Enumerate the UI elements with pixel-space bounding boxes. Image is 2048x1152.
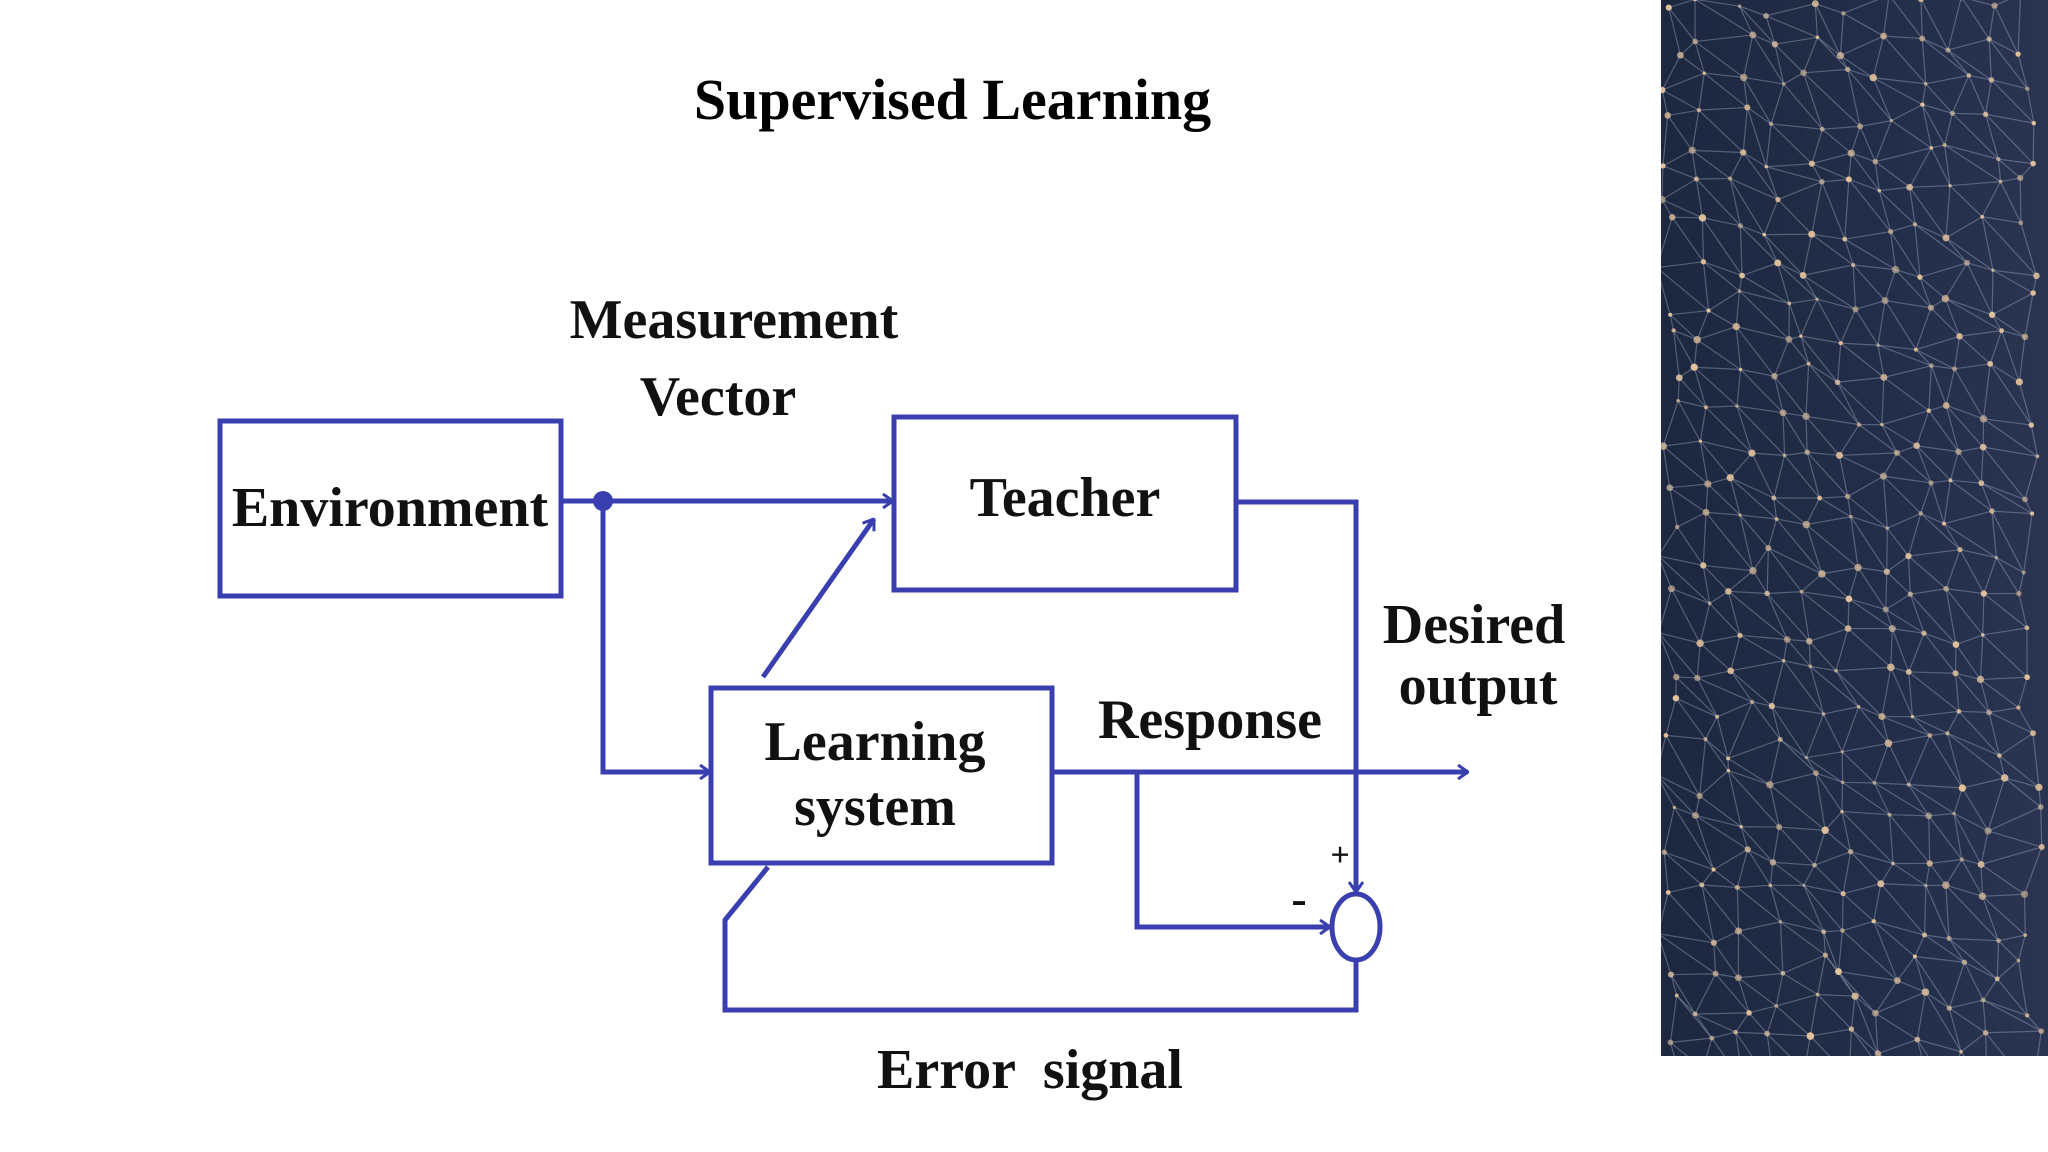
summing-junction: [1329, 891, 1383, 963]
environment-block: [217, 418, 564, 599]
learning-system-label-line2: system: [794, 776, 956, 838]
plus-sign: +: [1330, 837, 1349, 874]
desired-output-line: [1236, 499, 1356, 892]
desired-output-label-line1: Desired: [1383, 594, 1566, 656]
branch-node: [593, 491, 613, 511]
supervised-learning-diagram: Environment Teacher Learning system Meas…: [217, 289, 1566, 1101]
minus-sign: -: [1291, 873, 1306, 924]
learning-to-teacher-arrow: [760, 519, 877, 679]
branch-to-learning-line: [600, 501, 710, 772]
response-feedback-line: [1134, 772, 1330, 927]
error-signal-label: Error signal: [877, 1039, 1183, 1101]
network-mesh-image: [1661, 0, 2048, 1056]
desired-output-label-line2: output: [1399, 655, 1558, 717]
error-signal-line: [722, 865, 1359, 1013]
measurement-label-line1: Measurement: [570, 289, 899, 351]
teacher-label: Teacher: [970, 467, 1161, 529]
environment-label: Environment: [232, 477, 549, 539]
response-label: Response: [1098, 689, 1322, 751]
measurement-label-line2: Vector: [640, 366, 797, 428]
learning-system-label-line1: Learning: [765, 711, 986, 773]
learning-system-block: [708, 685, 1055, 866]
slide-title: Supervised Learning: [693, 67, 1212, 132]
